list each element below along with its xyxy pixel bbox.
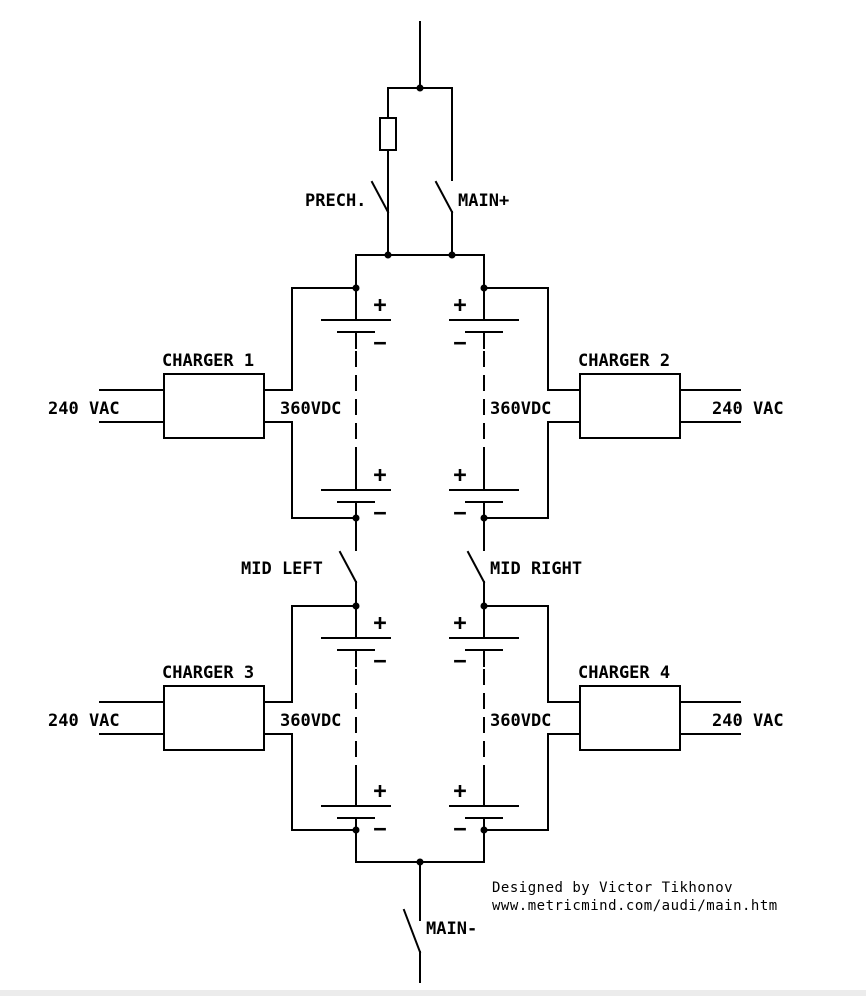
- battery-cell: +−: [449, 287, 519, 457]
- battery-cell: +−: [449, 605, 519, 775]
- cell-plus-sign: +: [453, 611, 466, 636]
- cell-minus-sign: −: [373, 817, 386, 842]
- precharge-switch: [370, 180, 390, 214]
- cell-plus-sign: +: [453, 779, 466, 804]
- charger-box: [579, 373, 681, 439]
- cell-plus-sign: +: [373, 463, 386, 488]
- battery-cell: +−: [321, 773, 391, 842]
- cell-plus-sign: +: [453, 293, 466, 318]
- main-plus-switch-label: MAIN+: [458, 191, 509, 211]
- charger-name: CHARGER 4: [578, 663, 670, 683]
- mid-left-switch-label: MID LEFT: [241, 559, 323, 579]
- main-plus-switch: [434, 180, 454, 214]
- charger-name: CHARGER 2: [578, 351, 670, 371]
- cell-plus-sign: +: [373, 779, 386, 804]
- mid-right-switch: [466, 550, 486, 584]
- dc-output-label: 360VDC: [280, 711, 341, 731]
- cell-minus-sign: −: [453, 649, 466, 674]
- cell-minus-sign: −: [373, 649, 386, 674]
- battery-cell: +−: [321, 287, 391, 457]
- dc-output-label: 360VDC: [490, 711, 551, 731]
- cell-minus-sign: −: [453, 817, 466, 842]
- junction-dot: [448, 251, 456, 259]
- switch-symbols: [338, 117, 486, 954]
- battery-cells: +−+−+−+−+−+−+−+−: [321, 287, 519, 842]
- cell-minus-sign: −: [373, 331, 386, 356]
- cell-plus-sign: +: [373, 293, 386, 318]
- precharge-resistor: [379, 117, 397, 151]
- charger-1: CHARGER 1 240 VAC 360VDC: [48, 287, 357, 519]
- ac-input-label: 240 VAC: [712, 711, 784, 731]
- junction-dot: [416, 84, 424, 92]
- junction-dot: [480, 602, 488, 610]
- charger-box: [579, 685, 681, 751]
- charger-box: [163, 373, 265, 439]
- junction-dot: [352, 284, 360, 292]
- cell-plus-sign: +: [373, 611, 386, 636]
- junction-dots: [352, 84, 488, 866]
- window-bottom-edge: [0, 990, 866, 996]
- junction-dot: [384, 251, 392, 259]
- cell-minus-sign: −: [453, 331, 466, 356]
- main-minus-switch-label: MAIN-: [426, 919, 477, 939]
- charger-name: CHARGER 1: [162, 351, 254, 371]
- charger-name: CHARGER 3: [162, 663, 254, 683]
- junction-dot: [416, 858, 424, 866]
- cell-minus-sign: −: [453, 501, 466, 526]
- website-credit: www.metricmind.com/audi/main.htm: [492, 898, 778, 914]
- junction-dot: [352, 826, 360, 834]
- battery-cell: +−: [321, 605, 391, 775]
- dc-output-label: 360VDC: [490, 399, 551, 419]
- precharge-switch-label: PRECH.: [305, 191, 366, 211]
- junction-dot: [480, 284, 488, 292]
- charger-3: CHARGER 3 240 VAC 360VDC: [48, 605, 357, 831]
- dc-output-label: 360VDC: [280, 399, 341, 419]
- battery-cell: +−: [449, 457, 519, 526]
- cell-minus-sign: −: [373, 501, 386, 526]
- charger-box: [163, 685, 265, 751]
- mid-left-switch: [338, 550, 358, 584]
- charger-4: CHARGER 4 240 VAC 360VDC: [483, 605, 784, 831]
- ac-input-label: 240 VAC: [48, 399, 120, 419]
- junction-dot: [480, 826, 488, 834]
- ac-input-label: 240 VAC: [712, 399, 784, 419]
- designer-credit: Designed by Victor Tikhonov: [492, 880, 733, 896]
- junction-dot: [352, 602, 360, 610]
- junction-dot: [480, 514, 488, 522]
- ac-input-label: 240 VAC: [48, 711, 120, 731]
- mid-right-switch-label: MID RIGHT: [490, 559, 582, 579]
- charger-blocks: CHARGER 1 240 VAC 360VDC CHARGER 2 240 VAC 36…: [48, 287, 784, 831]
- main-minus-switch: [402, 908, 422, 954]
- battery-cell: +−: [449, 773, 519, 842]
- cell-plus-sign: +: [453, 463, 466, 488]
- charger-2: CHARGER 2 240 VAC 360VDC: [483, 287, 784, 519]
- junction-dot: [352, 514, 360, 522]
